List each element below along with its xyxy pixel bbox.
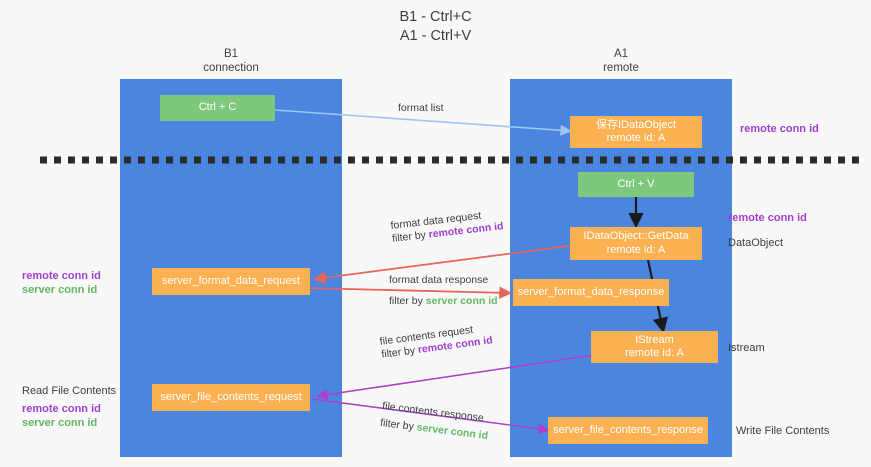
box-ctrl-c-label: Ctrl + C: [198, 101, 237, 114]
box-server-format-data-request-label: server_format_data_request: [161, 274, 301, 287]
box-istream-line1: IStream: [635, 333, 674, 346]
box-server-file-contents-request-label: server_file_contents_request: [160, 390, 302, 403]
box-idataobject-getdata-line1: IDataObject::GetData: [583, 230, 689, 242]
left-label-remote-conn-id-2: remote conn id: [22, 403, 101, 415]
title-line-2: A1 - Ctrl+V: [399, 28, 472, 44]
left-label-server-conn-id-2: server conn id: [22, 417, 98, 429]
edge-label-format-data-response: format data response filter by server co…: [389, 274, 498, 308]
left-label-read-file-contents: Read File Contents: [22, 385, 117, 397]
edge-label-file-contents-request: file contents request filter by remote c…: [379, 321, 493, 361]
box-istream-line2: remote id: A: [625, 347, 684, 359]
left-label-server-conn-id-1: server conn id: [22, 284, 98, 296]
left-label-remote-conn-id-1: remote conn id: [22, 270, 101, 282]
edge-label-format-list: format list: [398, 102, 444, 115]
box-server-file-contents-request[interactable]: server_file_contents_request: [152, 384, 310, 411]
left-annotation-conn-ids-2: remote conn id server conn id: [22, 402, 101, 430]
left-annotation-conn-ids-1: remote conn id server conn id: [22, 269, 101, 297]
right-label-istream: Istream: [728, 342, 765, 354]
box-server-file-contents-response[interactable]: server_file_contents_response: [548, 417, 708, 444]
right-label-write-file-contents: Write File Contents: [736, 425, 830, 437]
box-save-idataobject[interactable]: 保存IDataObject remote id: A: [570, 116, 702, 148]
column-b1-name: B1: [223, 48, 239, 60]
edge-label-format-data-response-text: format data response: [389, 274, 489, 286]
box-server-format-data-request[interactable]: server_format_data_request: [152, 268, 310, 295]
box-ctrl-c[interactable]: Ctrl + C: [160, 95, 275, 121]
box-save-idataobject-line2: remote id: A: [606, 132, 666, 144]
column-b1-role: connection: [203, 62, 259, 74]
column-header-a1: A1 remote: [510, 47, 732, 75]
box-idataobject-getdata-line2: remote id: A: [606, 243, 666, 256]
filter-prefix: filter by: [389, 295, 426, 307]
edge-label-file-contents-response: file contents response filter by server …: [379, 400, 490, 443]
filter-value-server-conn-id: server conn id: [425, 295, 498, 307]
right-label-dataobject: DataObject: [728, 237, 784, 249]
right-label-remote-conn-id-mid: remote conn id: [728, 212, 807, 224]
box-idataobject-getdata[interactable]: IDataObject::GetData remote id: A: [570, 227, 702, 260]
box-ctrl-v-label: Ctrl + V: [617, 177, 655, 190]
diagram-title: B1 - Ctrl+C A1 - Ctrl+V: [0, 8, 871, 46]
column-header-b1: B1 connection: [120, 47, 342, 75]
box-ctrl-v[interactable]: Ctrl + V: [578, 172, 694, 197]
box-save-idataobject-line1: 保存IDataObject: [595, 118, 677, 131]
edge-label-format-data-response-filter: filter by server conn id: [389, 295, 498, 308]
box-server-format-data-response[interactable]: server_format_data_response: [513, 279, 669, 306]
title-line-1: B1 - Ctrl+C: [399, 9, 472, 25]
box-server-format-data-response-label: server_format_data_response: [517, 285, 665, 298]
right-label-remote-conn-id-top: remote conn id: [740, 123, 819, 135]
box-server-file-contents-response-label: server_file_contents_response: [553, 423, 703, 436]
filter-prefix: filter by: [379, 416, 418, 434]
edge-label-format-data-request: format data request filter by remote con…: [390, 207, 504, 246]
edge-label-format-list-text: format list: [398, 102, 444, 114]
column-a1-role: remote: [603, 62, 639, 74]
box-istream[interactable]: IStream remote id: A: [591, 331, 718, 363]
column-a1-name: A1: [613, 48, 629, 60]
